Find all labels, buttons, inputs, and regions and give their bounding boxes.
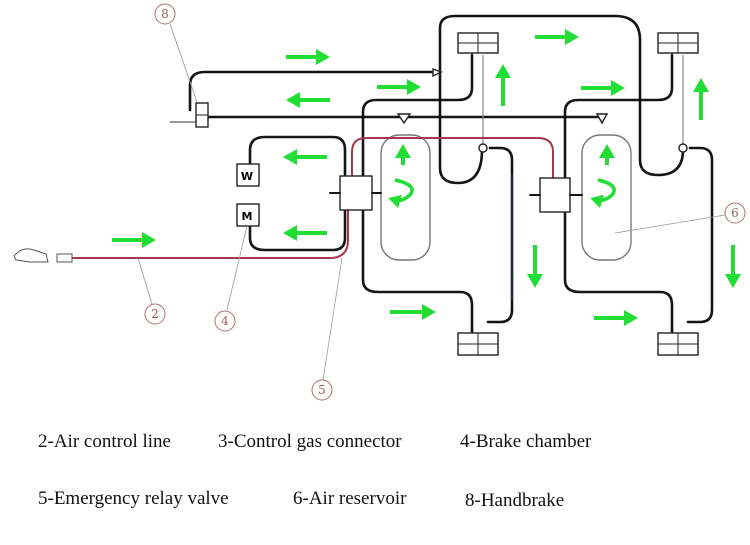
diagram-canvas: W M 8 2 4 5 6 xyxy=(13,3,746,401)
legend-brake-chamber: 4-Brake chamber xyxy=(460,431,592,452)
junction-right xyxy=(678,143,688,153)
svg-text:5: 5 xyxy=(318,383,326,397)
emergency-relay-valve-2 xyxy=(539,177,571,213)
reservoir-fitting-1 xyxy=(396,113,412,125)
callout-6: 6 xyxy=(724,202,746,224)
reservoir-fitting-2 xyxy=(595,113,609,125)
brake-chamber-bottom-left xyxy=(457,332,499,356)
emergency-relay-valve-1 xyxy=(339,175,373,211)
svg-text:8: 8 xyxy=(161,7,169,21)
callout-2: 2 xyxy=(144,303,166,325)
svg-text:W: W xyxy=(241,170,253,183)
callout-8: 8 xyxy=(154,3,176,25)
brake-chamber-top-left xyxy=(457,32,499,54)
handbrake xyxy=(170,102,209,128)
svg-text:4: 4 xyxy=(221,314,229,328)
junction-fitting xyxy=(432,67,443,78)
legend-air-reservoir: 6-Air reservoir xyxy=(293,488,407,509)
air-control-line xyxy=(72,137,554,259)
junction-left xyxy=(478,143,488,153)
brake-chamber-bottom-right xyxy=(657,332,699,356)
legend-control-gas-connector: 3-Control gas connector xyxy=(218,431,402,452)
brake-chamber-left-upper: W xyxy=(236,163,260,187)
brake-chamber-top-right xyxy=(657,32,699,54)
legend-emergency-relay-valve: 5-Emergency relay valve xyxy=(38,488,229,509)
svg-text:M: M xyxy=(242,210,253,223)
legend-air-control-line: 2-Air control line xyxy=(38,431,171,452)
svg-text:6: 6 xyxy=(731,206,739,220)
brake-chamber-left-lower: M xyxy=(236,203,260,227)
air-lines xyxy=(188,14,714,334)
callout-5: 5 xyxy=(311,379,333,401)
legend-handbrake: 8-Handbrake xyxy=(465,490,565,511)
callout-4: 4 xyxy=(214,310,236,332)
flow-arrow-curl xyxy=(590,178,616,209)
svg-text:2: 2 xyxy=(151,307,159,321)
flow-arrow-curl xyxy=(388,178,414,209)
control-gas-connector xyxy=(13,248,73,263)
